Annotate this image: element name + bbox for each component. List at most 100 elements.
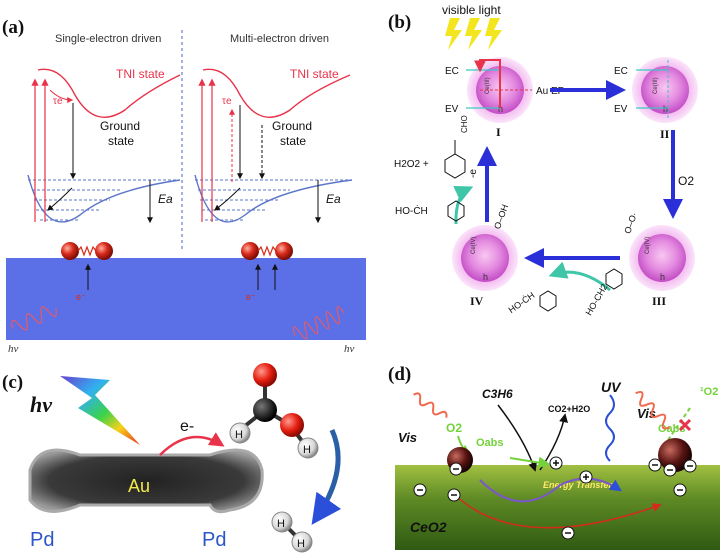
oabs-label-left: Oabs xyxy=(476,437,504,449)
h-abstraction-arrow xyxy=(548,261,611,292)
fa-oxygen-1 xyxy=(253,363,277,387)
atom-h-label-4: H xyxy=(297,538,305,550)
o2-label-b: O2 xyxy=(678,174,694,188)
benzyl-alcohol-ring xyxy=(605,268,623,290)
energy-transfer-arrow xyxy=(479,477,622,503)
panel-b-label: (b) xyxy=(388,12,411,33)
c3h6-arrow xyxy=(497,404,537,472)
sphere-3-core xyxy=(638,234,686,282)
fa-oxygen-2 xyxy=(280,413,304,437)
atom-left-1 xyxy=(61,242,79,260)
blocked-x-mark xyxy=(678,418,692,432)
relax-arrow-left xyxy=(49,89,74,103)
sphere-1-h: h xyxy=(498,104,503,114)
radical-ring-bottom xyxy=(539,290,557,312)
sphere-stage-3: h Ce(IV) O–O· III xyxy=(622,211,695,308)
h2-atom-2 xyxy=(291,531,313,553)
release-arrow xyxy=(453,185,474,225)
decay-arrow-left xyxy=(47,187,73,211)
electron-label-left: e⁻ xyxy=(76,292,86,302)
fa-carbon xyxy=(253,398,277,422)
ea-label-right: Ea xyxy=(326,192,341,206)
au-pd-nanorod: Au xyxy=(28,448,264,514)
hoch2-label: HO-CH2 xyxy=(584,282,610,317)
fa-hydrogen-1 xyxy=(229,422,251,444)
sphere-stage-2: h EC EV Ce(III) II xyxy=(614,57,698,141)
electron-label-c: e- xyxy=(180,418,194,435)
vis-wave-right xyxy=(635,390,670,430)
bond-spring-left xyxy=(77,245,97,257)
radical-label-bottom: HO-ĊH xyxy=(507,290,537,315)
charge-markers xyxy=(413,456,697,540)
single-electron-title: Single-electron driven xyxy=(55,33,161,45)
o-o-dot-label: O–O· xyxy=(622,211,639,235)
cho-label: CHO xyxy=(460,115,469,133)
co2-h2o-label: CO2+H2O xyxy=(548,404,590,414)
excitation-path xyxy=(474,59,501,108)
stage-1-label: I xyxy=(496,125,501,139)
hydrogen-molecule: H H xyxy=(271,511,313,553)
vis-wave-left xyxy=(413,392,448,418)
electron-transfer-arrow-c xyxy=(159,432,225,456)
single-electron-diagram: TNI state Ground state τe Ea xyxy=(27,67,181,224)
electron-label-right: e⁻ xyxy=(246,292,256,302)
sphere-3-h: h xyxy=(660,272,665,282)
multi-electron-diagram: TNI state Ground state τe Ea xyxy=(194,67,353,224)
uv-wave xyxy=(605,394,615,462)
nanorod-body xyxy=(28,448,264,514)
multi-electron-title: Multi-electron driven xyxy=(230,33,329,45)
ground-label-right-2: state xyxy=(280,134,306,148)
au-label: Au xyxy=(128,476,150,496)
hv-label-left: hν xyxy=(8,343,19,355)
sphere-4-h: h xyxy=(483,272,488,282)
charge-return-arrow xyxy=(454,494,662,529)
tni-curve-left xyxy=(37,68,181,118)
sphere-stage-4: h Ce(IV) O–OH IV xyxy=(452,203,518,308)
energy-transfer-label: Energy Transfer xyxy=(543,480,612,490)
h2-atom-1 xyxy=(271,511,293,533)
ground-label-right-1: Ground xyxy=(272,119,312,133)
atom-left-2 xyxy=(95,242,113,260)
photon-bolt xyxy=(60,376,140,445)
hv-label-c: hv xyxy=(30,392,52,417)
radical-ring-left xyxy=(447,200,465,222)
atom-h-label-2: H xyxy=(303,444,311,456)
ceo2-surface xyxy=(395,465,720,550)
sphere-2-h: h xyxy=(663,104,668,114)
panel-c: (c) hv Au Pd Pd e- H H H xyxy=(2,363,342,553)
tni-curve-right xyxy=(202,68,351,118)
pd-label-right: Pd xyxy=(202,529,226,551)
vis-label-left: Vis xyxy=(398,430,417,445)
ce-iii-label-2: Ce(III) xyxy=(653,77,659,94)
panel-b: (b) visible light h EC EV Au EF Ce(III) … xyxy=(388,3,698,317)
ce-iii-label-1: Ce(III) xyxy=(485,77,491,94)
tni-label-right: TNI state xyxy=(290,67,339,81)
benzaldehyde-ring xyxy=(444,153,466,179)
tau-label-right: τe xyxy=(222,96,232,107)
hv-label-right: hν xyxy=(344,343,355,355)
formic-acid-molecule: H H xyxy=(229,363,319,459)
light-wave-right xyxy=(292,306,345,340)
molecule-left xyxy=(61,242,113,260)
panel-c-label: (c) xyxy=(2,372,23,393)
pd-label-left: Pd xyxy=(30,529,54,551)
stage-3-label: III xyxy=(652,294,666,308)
sphere-4-core xyxy=(461,234,509,282)
atom-right-1 xyxy=(241,242,259,260)
oabs-arrow xyxy=(509,456,551,469)
dehydrogenation-arrow xyxy=(311,428,342,525)
au-ef-label: Au EF xyxy=(536,86,564,97)
o-oh-label: O–OH xyxy=(492,203,510,230)
bolt-1 xyxy=(445,18,462,50)
metal-substrate xyxy=(6,258,366,340)
visible-light-label: visible light xyxy=(442,3,501,17)
ec-label-2: EC xyxy=(614,66,628,77)
ground-curve-left xyxy=(27,174,181,223)
h2o2-label: H2O2 + xyxy=(394,159,429,170)
radical-label-left: HO-ĊH xyxy=(395,204,428,217)
ground-curve-right xyxy=(194,174,353,223)
decay-arrow-right xyxy=(214,187,241,211)
stage-2-label: II xyxy=(660,127,670,141)
benzaldehyde-molecule: CHO xyxy=(444,115,469,179)
